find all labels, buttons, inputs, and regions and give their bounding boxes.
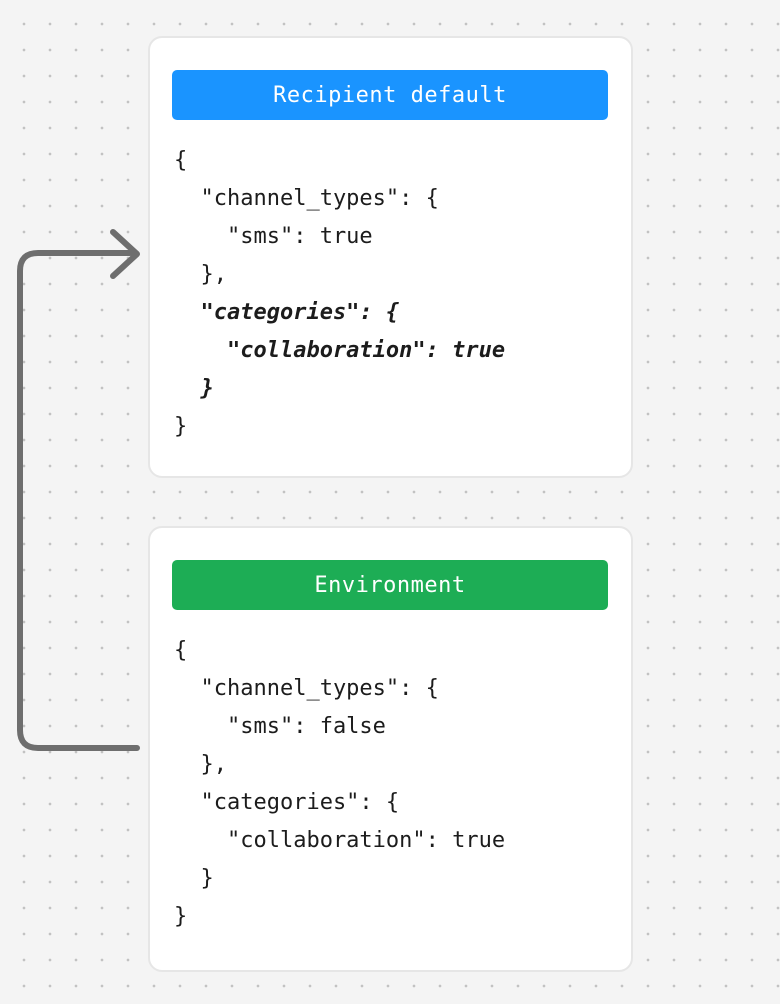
code-line: } [174,376,214,401]
code-line: }, [174,752,227,777]
code-line: } [174,904,188,929]
code-line: }, [174,262,227,287]
code-line: "categories": { [174,790,400,815]
code-block-environment: { "channel_types": { "sms": false }, "ca… [174,632,615,936]
code-line: "collaboration": true [174,338,506,363]
code-line: "channel_types": { [174,186,439,211]
connector-path [17,250,140,751]
card-recipient-default[interactable]: Recipient default { "channel_types": { "… [148,36,633,478]
code-line: "sms": true [174,224,373,249]
code-line: "collaboration": true [174,828,506,853]
card-header-label: Environment [314,572,466,598]
card-header-environment: Environment [172,560,608,610]
card-header-recipient-default: Recipient default [172,70,608,120]
code-line: { [174,638,188,663]
code-line: } [174,866,214,891]
arrowhead-icon [110,229,140,279]
code-block-recipient-default: { "channel_types": { "sms": true }, "cat… [174,142,615,446]
code-line: { [174,148,188,173]
card-header-label: Recipient default [273,82,507,108]
code-line: } [174,414,188,439]
code-line: "categories": { [174,300,400,325]
code-line: "sms": false [174,714,386,739]
code-line: "channel_types": { [174,676,439,701]
card-environment[interactable]: Environment { "channel_types": { "sms": … [148,526,633,972]
